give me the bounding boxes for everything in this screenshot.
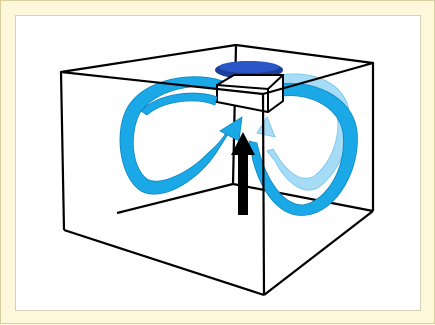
- room-front-vertical-edge: [261, 93, 266, 296]
- room-front-edges: [59, 43, 375, 297]
- room-front-floor-left-edge: [63, 228, 265, 297]
- room-back-floor-right-edge: [232, 182, 374, 213]
- airflow-right-loop: [248, 73, 358, 216]
- room-front-floor-right-edge: [263, 210, 374, 296]
- ceiling-fan-icon: [215, 61, 284, 114]
- airflow-left-front-strip: [140, 92, 218, 116]
- airflow-right-front-ribbon: [248, 82, 358, 216]
- updraft-arrow-icon: [231, 132, 255, 215]
- room-back-floor-left-edge: [116, 182, 234, 215]
- updraft-arrow-head: [231, 132, 255, 155]
- fan-disc-highlight: [219, 61, 279, 73]
- room-left-vertical-edge: [59, 71, 66, 231]
- updraft-arrow-shaft: [238, 153, 248, 215]
- airflow-left-loop: [119, 76, 243, 195]
- airflow-right-back-arrowhead: [256, 116, 276, 138]
- airflow-left-arrowhead: [219, 116, 243, 142]
